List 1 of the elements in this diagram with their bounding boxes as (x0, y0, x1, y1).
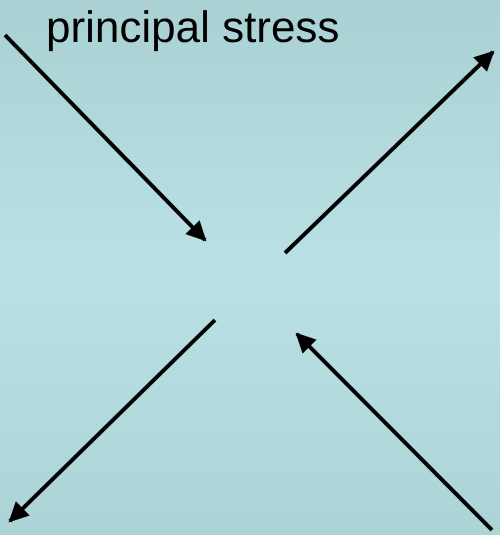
diagram-title: principal stress (46, 2, 340, 54)
